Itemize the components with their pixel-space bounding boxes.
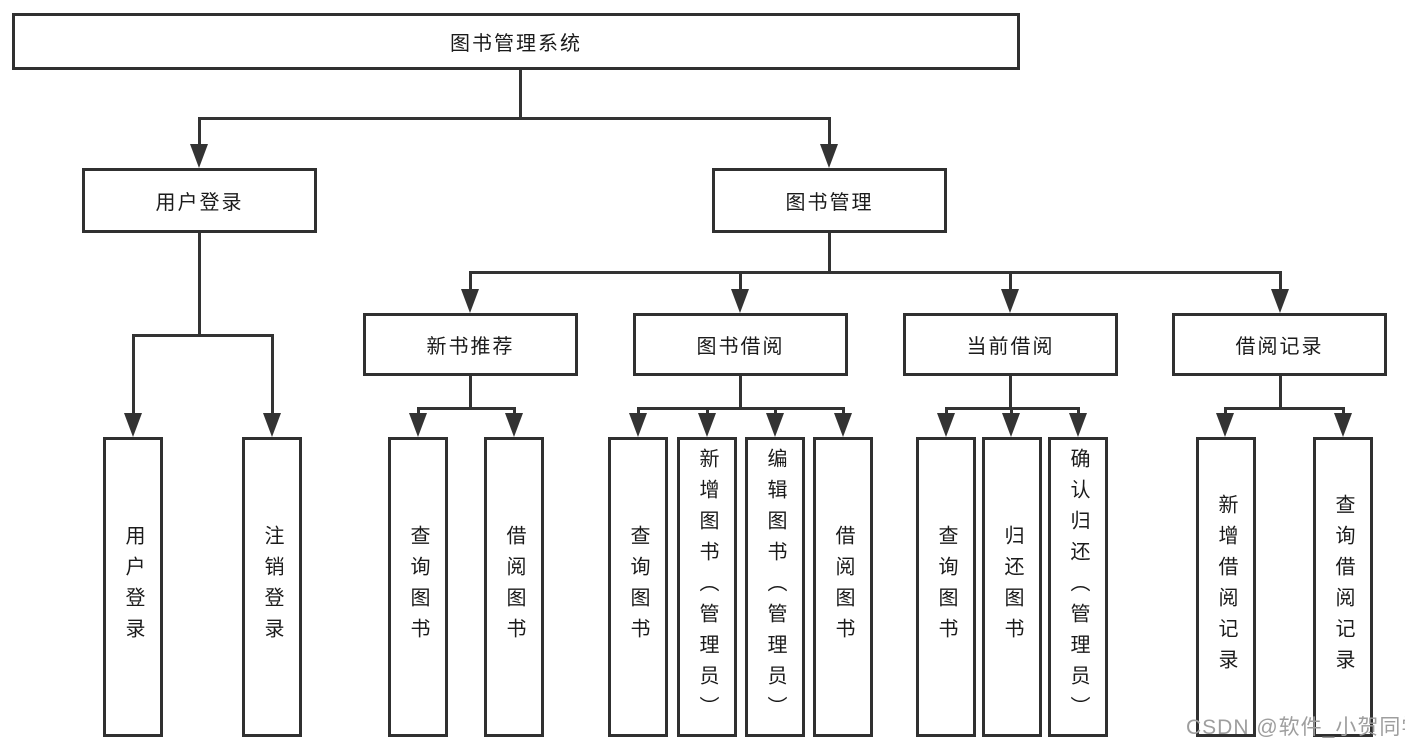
- connector-arrowhead: [1334, 413, 1352, 437]
- node-leaf-query-book-1: 查询图书: [388, 437, 448, 737]
- node-label: 图书借阅: [696, 336, 785, 358]
- node-label: 当前借阅: [966, 336, 1055, 358]
- connector-arrowhead: [409, 413, 427, 437]
- connector-line: [197, 233, 201, 335]
- node-leaf-query-book-2: 查询图书: [608, 437, 668, 737]
- connector-line: [197, 116, 831, 120]
- connector-arrowhead: [731, 289, 749, 313]
- connector-arrowhead: [1002, 413, 1020, 437]
- connector-line: [1008, 376, 1012, 408]
- node-leaf-query-book-3: 查询图书: [916, 437, 976, 737]
- node-book-borrow: 图书借阅: [633, 313, 848, 376]
- connector-arrowhead: [629, 413, 647, 437]
- connector-arrowhead: [834, 413, 852, 437]
- connector-arrowhead: [1001, 289, 1019, 313]
- connector-line: [468, 270, 1282, 274]
- node-label: 图书管理系统: [450, 33, 582, 55]
- node-label: 用户登录: [155, 192, 244, 214]
- connector-line: [131, 333, 274, 337]
- connector-line: [827, 118, 831, 154]
- node-label: 用户登录: [122, 525, 144, 649]
- node-label: 新增图书（管理员）: [696, 447, 718, 727]
- connector-line: [1278, 272, 1282, 299]
- connector-arrowhead: [1271, 289, 1289, 313]
- connector-arrowhead: [124, 413, 142, 437]
- node-leaf-add-borrow-record: 新增借阅记录: [1196, 437, 1256, 737]
- connector-arrowhead: [698, 413, 716, 437]
- connector-line: [416, 406, 516, 410]
- connector-line: [197, 118, 201, 154]
- node-book-mgmt: 图书管理: [712, 168, 947, 233]
- node-leaf-confirm-return: 确认归还（管理员）: [1048, 437, 1108, 737]
- connector-line: [468, 272, 472, 299]
- connector-arrowhead: [820, 144, 838, 168]
- node-label: 编辑图书（管理员）: [764, 447, 786, 727]
- node-label: 查询借阅记录: [1332, 494, 1354, 680]
- connector-arrowhead: [461, 289, 479, 313]
- connector-line: [518, 70, 522, 118]
- node-root: 图书管理系统: [12, 13, 1020, 70]
- connector-arrowhead: [1069, 413, 1087, 437]
- connector-line: [270, 335, 274, 423]
- node-label: 查询图书: [627, 525, 649, 649]
- connector-arrowhead: [1216, 413, 1234, 437]
- node-leaf-return-book: 归还图书: [982, 437, 1042, 737]
- connector-line: [468, 376, 472, 408]
- connector-line: [131, 335, 135, 423]
- connector-line: [738, 376, 742, 408]
- connector-line: [738, 272, 742, 299]
- node-borrow-record: 借阅记录: [1172, 313, 1387, 376]
- node-label: 查询图书: [935, 525, 957, 649]
- connector-arrowhead: [263, 413, 281, 437]
- node-leaf-logout: 注销登录: [242, 437, 302, 737]
- node-label: 图书管理: [785, 192, 874, 214]
- connector-line: [1223, 406, 1345, 410]
- connector-arrowhead: [190, 144, 208, 168]
- connector-arrowhead: [766, 413, 784, 437]
- node-leaf-query-borrow-record: 查询借阅记录: [1313, 437, 1373, 737]
- node-new-book-rec: 新书推荐: [363, 313, 578, 376]
- watermark: CSDN @软件_小贺同学: [1186, 716, 1405, 739]
- node-label: 查询图书: [407, 525, 429, 649]
- connector-line: [1008, 272, 1012, 299]
- node-user-login: 用户登录: [82, 168, 317, 233]
- node-label: 注销登录: [261, 525, 283, 649]
- connector-line: [1278, 376, 1282, 408]
- node-label: 确认归还（管理员）: [1067, 447, 1089, 727]
- connector-line: [827, 233, 831, 272]
- node-label: 借阅记录: [1235, 336, 1324, 358]
- node-leaf-user-login: 用户登录: [103, 437, 163, 737]
- node-leaf-borrow-book-2: 借阅图书: [813, 437, 873, 737]
- node-label: 归还图书: [1001, 525, 1023, 649]
- node-leaf-add-book: 新增图书（管理员）: [677, 437, 737, 737]
- node-leaf-borrow-book-1: 借阅图书: [484, 437, 544, 737]
- node-current-borrow: 当前借阅: [903, 313, 1118, 376]
- node-label: 新增借阅记录: [1215, 494, 1237, 680]
- node-label: 借阅图书: [832, 525, 854, 649]
- connector-line: [636, 406, 845, 410]
- connector-arrowhead: [937, 413, 955, 437]
- node-leaf-edit-book: 编辑图书（管理员）: [745, 437, 805, 737]
- connector-arrowhead: [505, 413, 523, 437]
- node-label: 借阅图书: [503, 525, 525, 649]
- node-label: 新书推荐: [426, 336, 515, 358]
